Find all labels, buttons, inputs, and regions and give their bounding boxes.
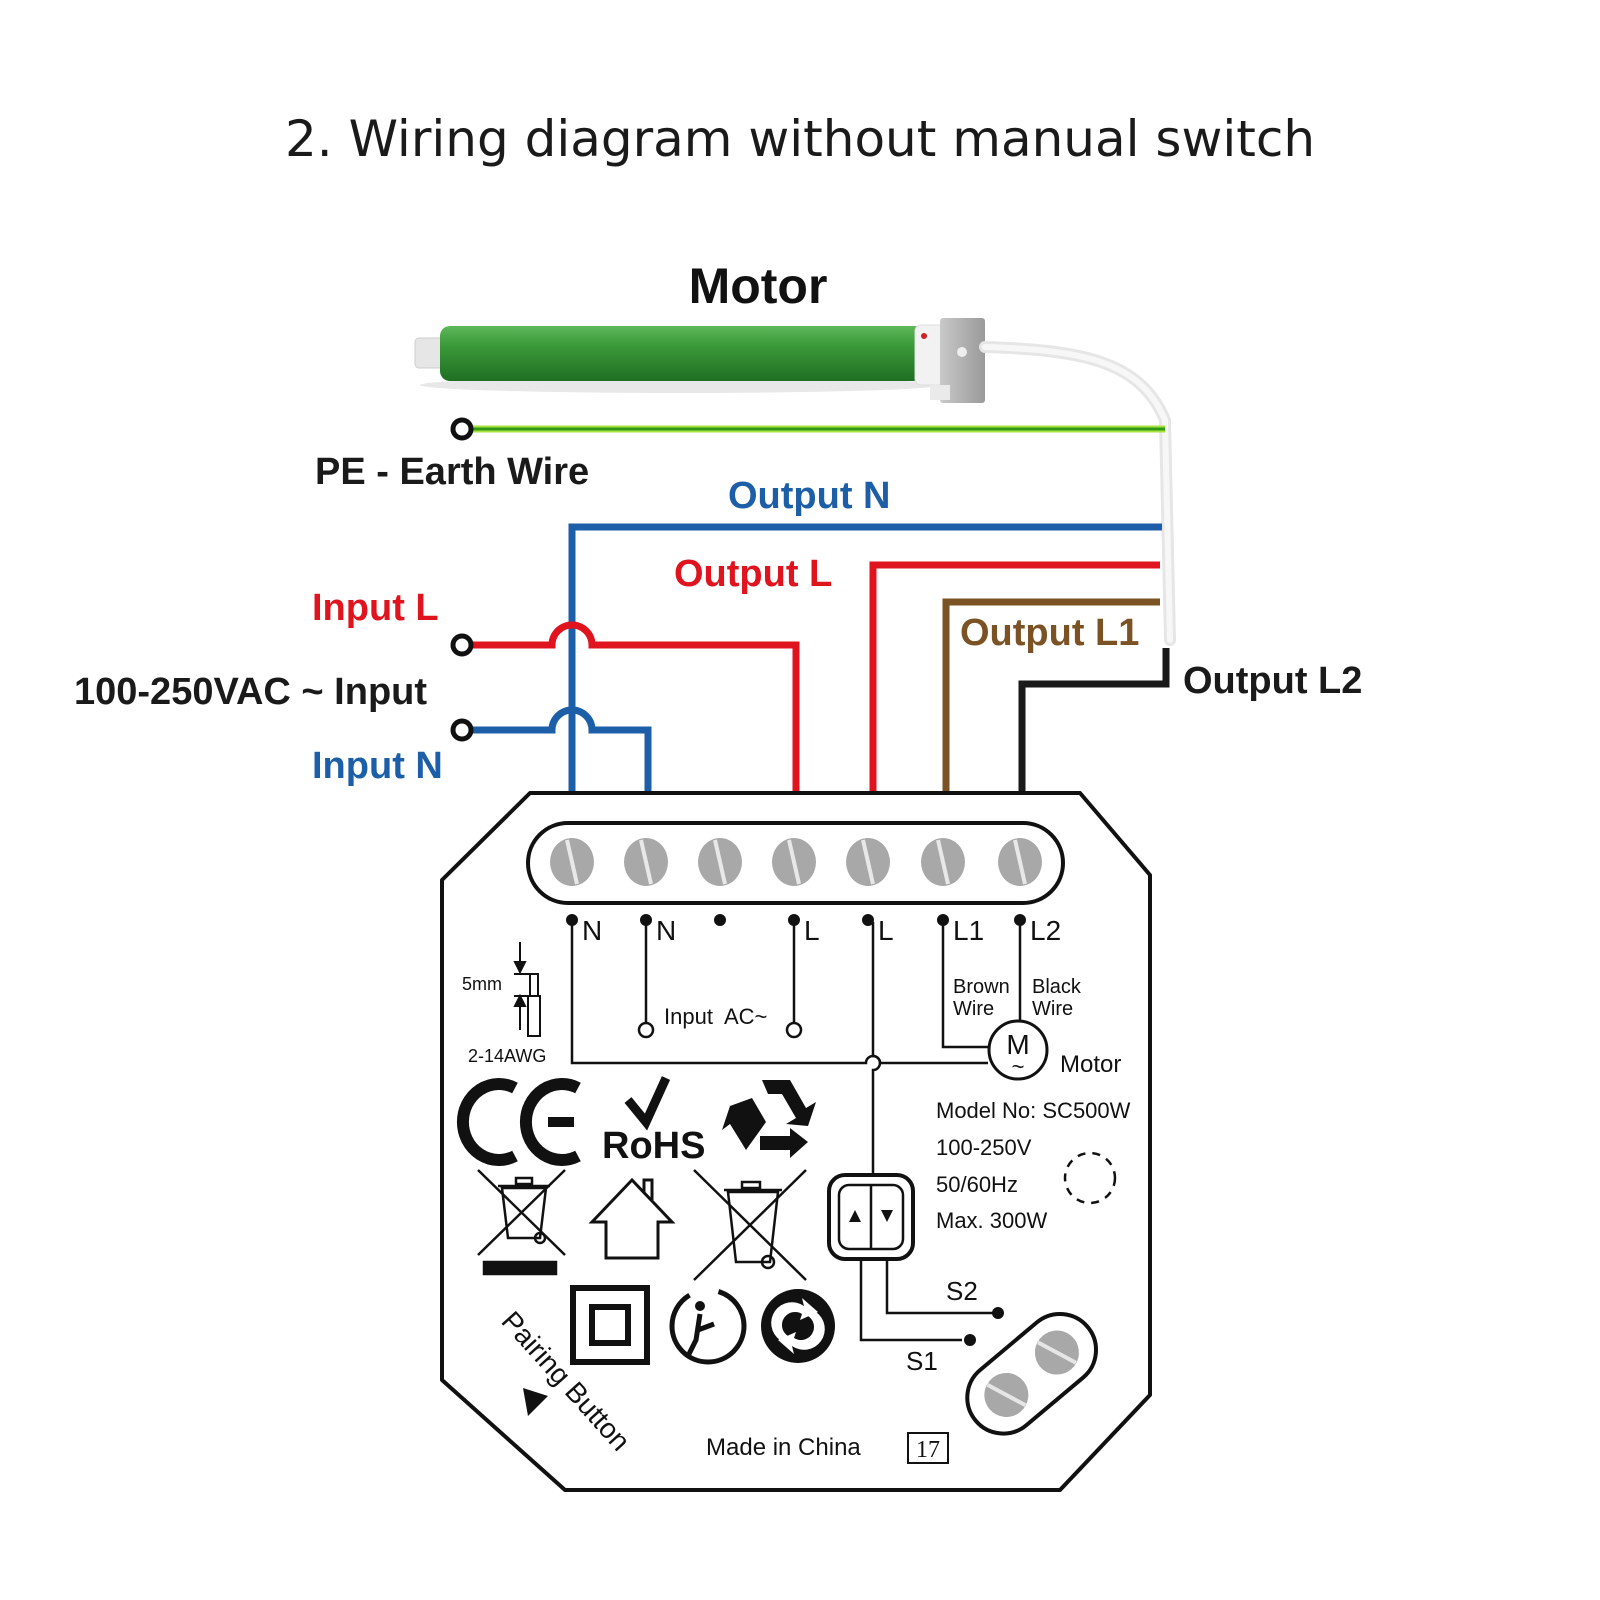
terminal-label: L2 <box>1030 915 1061 946</box>
terminal-screw-icon <box>998 838 1042 886</box>
input-voltage-label: 100-250VAC ~ Input <box>74 671 427 713</box>
internal-circuit <box>570 922 1022 1342</box>
terminal-label: L <box>804 915 820 946</box>
switch-terminal-block <box>965 1311 1098 1436</box>
output-l-wire <box>869 561 1160 793</box>
terminal-dot <box>714 914 726 926</box>
year-code-box <box>907 1432 949 1464</box>
output-l1-wire <box>942 598 1160 793</box>
input-l-terminal-icon <box>450 633 474 657</box>
s1-terminal-dot <box>964 1334 976 1346</box>
rohs-text: RoHS <box>602 1125 705 1167</box>
up-down-switch-icon <box>827 1173 915 1261</box>
terminal-dot <box>566 914 578 926</box>
model-number: Model No: SC500W <box>936 1098 1131 1123</box>
motor-symbol-m: M <box>1006 1029 1029 1060</box>
earth-wire-label: PE - Earth Wire <box>315 451 589 493</box>
terminal-screw-icon <box>624 838 668 886</box>
device-motor-label: Motor <box>1060 1051 1121 1078</box>
pairing-arrow-icon <box>523 1388 548 1416</box>
tidyman-icon <box>669 1287 747 1365</box>
strip-length-icon <box>513 942 541 1037</box>
output-l2-wire <box>1018 648 1170 793</box>
wire-gauge-label: 2-14AWG <box>468 1046 546 1066</box>
terminal-screw-icon <box>846 838 890 886</box>
terminal-screw-icon <box>698 838 742 886</box>
terminal-dot <box>862 914 874 926</box>
terminal-screw-icon <box>550 838 594 886</box>
motor-symbol-icon: M ~ <box>987 1019 1049 1081</box>
output-n-wire <box>568 523 1162 793</box>
input-l-wire <box>472 621 800 793</box>
diagram-title: 2. Wiring diagram without manual switch <box>285 110 1315 168</box>
terminal-label: N <box>582 915 602 946</box>
input-ac-terminal-left <box>637 1021 655 1039</box>
frequency-spec: 50/60Hz <box>936 1172 1018 1197</box>
input-n-wire <box>472 706 652 793</box>
double-insulation-icon <box>570 1285 650 1365</box>
year-code: 17 <box>916 1437 940 1463</box>
indoor-use-icon <box>588 1177 676 1260</box>
terminal-dot <box>788 914 800 926</box>
max-power-spec: Max. 300W <box>936 1208 1047 1233</box>
black-wire-label-1: Black <box>1032 976 1082 998</box>
input-n-terminal-icon <box>450 718 474 742</box>
green-dot-icon <box>761 1289 835 1363</box>
motor-title: Motor <box>689 258 828 314</box>
weee-bin-icon <box>477 1169 566 1276</box>
brown-wire-label-2: Wire <box>953 998 994 1020</box>
terminal-dot <box>1014 914 1026 926</box>
terminal-label: L1 <box>953 915 984 946</box>
terminal-screw-icon <box>921 838 965 886</box>
output-l2-label: Output L2 <box>1183 660 1362 702</box>
input-ac-terminal-right <box>785 1021 803 1039</box>
terminal-screw-icon <box>772 838 816 886</box>
input-n-label: Input N <box>312 745 443 787</box>
black-wire-label-2: Wire <box>1032 998 1073 1020</box>
tubular-motor-icon <box>414 318 1176 646</box>
brown-wire-label-1: Brown <box>953 976 1010 998</box>
ce-mark-icon <box>457 1078 581 1166</box>
made-in-label: Made in China <box>706 1434 861 1461</box>
input-l-label: Input L <box>312 587 439 629</box>
s2-terminal-dot <box>992 1307 1004 1319</box>
terminal-label: N <box>656 915 676 946</box>
output-l-label: Output L <box>674 553 832 595</box>
terminal-dot <box>640 914 652 926</box>
terminal-label: L <box>878 915 894 946</box>
terminal-dot <box>937 914 949 926</box>
output-l1-label: Output L1 <box>960 612 1139 654</box>
earth-terminal-icon <box>450 417 474 441</box>
led-indicator-icon <box>1063 1151 1117 1205</box>
s1-label: S1 <box>906 1346 938 1376</box>
voltage-spec: 100-250V <box>936 1135 1032 1160</box>
recycle-icon <box>722 1080 816 1158</box>
rohs-icon: RoHS <box>602 1076 705 1167</box>
motor-symbol-tilde: ~ <box>1012 1054 1025 1079</box>
output-n-label: Output N <box>728 475 891 517</box>
input-ac-label: Input AC~ <box>664 1004 767 1029</box>
earth-wire <box>450 417 1165 441</box>
strip-length-label: 5mm <box>462 974 502 994</box>
weee-bin-crossed-icon <box>693 1169 807 1281</box>
s2-label: S2 <box>946 1276 978 1306</box>
